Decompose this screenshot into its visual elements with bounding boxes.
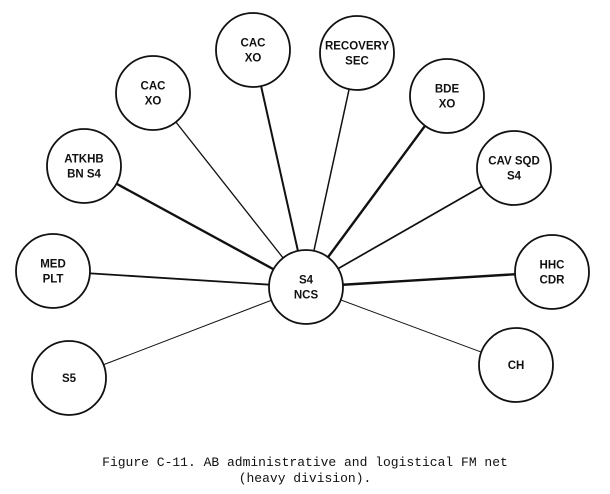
net-links <box>52 49 553 379</box>
node-label-s4-ncs-1: S4 <box>299 275 314 287</box>
node-label-bde-xo-2: XO <box>439 99 456 111</box>
node-label-med-plt-2: PLT <box>43 274 64 286</box>
net-nodes: MED PLT ATKHB BN S4 CAC XO CAC XO RECOVERY SEC BDE… <box>15 12 590 416</box>
node-s5: S5 <box>31 340 107 416</box>
link-bde-xo <box>305 95 448 288</box>
link-cav-sqd-s4 <box>305 167 515 288</box>
link-recovery-sec <box>305 52 358 288</box>
node-label-hhc-cdr-1: HHC <box>540 260 565 272</box>
node-circle-atkhb-bn-s4 <box>46 128 122 204</box>
node-circle-cav-sqd-s4 <box>476 130 552 206</box>
node-label-recovery-sec-2: SEC <box>345 56 369 68</box>
node-label-atkhb-bn-s4-2: BN S4 <box>67 169 101 181</box>
link-atkhb-bn-s4 <box>83 164 307 289</box>
node-label-recovery-sec-1: RECOVERY <box>325 41 389 53</box>
node-label-med-plt-1: MED <box>40 259 66 271</box>
node-med-plt: MED PLT <box>15 233 91 309</box>
node-circle-bde-xo <box>409 58 485 134</box>
link-med-plt <box>52 270 307 288</box>
caption-line-1: Figure C-11. AB administrative and logis… <box>102 455 508 470</box>
node-ch: CH <box>478 327 554 403</box>
node-label-cac-xo-2-2: XO <box>245 53 262 65</box>
figure-caption: Figure C-11. AB administrative and logis… <box>0 455 610 487</box>
node-label-cav-sqd-s4-1: CAV SQD <box>488 156 540 168</box>
node-circle-cac-xo-2 <box>215 12 291 88</box>
node-label-cac-xo-2-1: CAC <box>241 38 266 50</box>
node-label-hhc-cdr-2: CDR <box>540 275 566 287</box>
node-label-s4-ncs-2: NCS <box>294 290 319 302</box>
node-circle-ch <box>478 327 554 403</box>
node-label-cac-xo-1-1: CAC <box>141 81 166 93</box>
node-label-atkhb-bn-s4-1: ATKHB <box>64 154 103 166</box>
node-hhc-cdr: HHC CDR <box>514 234 590 310</box>
node-circle-hhc-cdr <box>514 234 590 310</box>
node-circle-s5 <box>31 340 107 416</box>
node-recovery-sec: RECOVERY SEC <box>319 15 395 91</box>
node-circle-cac-xo-1 <box>115 55 191 131</box>
node-circle-s4-ncs <box>268 249 344 325</box>
link-hhc-cdr <box>305 270 553 289</box>
link-s5 <box>68 286 307 379</box>
node-circle-recovery-sec <box>319 15 395 91</box>
node-bde-xo: BDE XO <box>409 58 485 134</box>
node-atkhb-bn-s4: ATKHB BN S4 <box>46 128 122 204</box>
node-label-cac-xo-1-2: XO <box>145 96 162 108</box>
node-label-bde-xo-1: BDE <box>435 84 460 96</box>
node-label-ch-1: CH <box>508 360 525 372</box>
node-circle-med-plt <box>15 233 91 309</box>
caption-line-2: (heavy division). <box>238 471 372 486</box>
link-cac-xo-1 <box>152 92 307 288</box>
node-cac-xo-1: CAC XO <box>115 55 191 131</box>
node-label-s5-1: S5 <box>62 373 77 385</box>
link-cac-xo-2 <box>252 49 307 288</box>
node-label-cav-sqd-s4-2: S4 <box>507 171 522 183</box>
node-cac-xo-2: CAC XO <box>215 12 291 88</box>
node-cav-sqd-s4: CAV SQD S4 <box>476 130 552 206</box>
